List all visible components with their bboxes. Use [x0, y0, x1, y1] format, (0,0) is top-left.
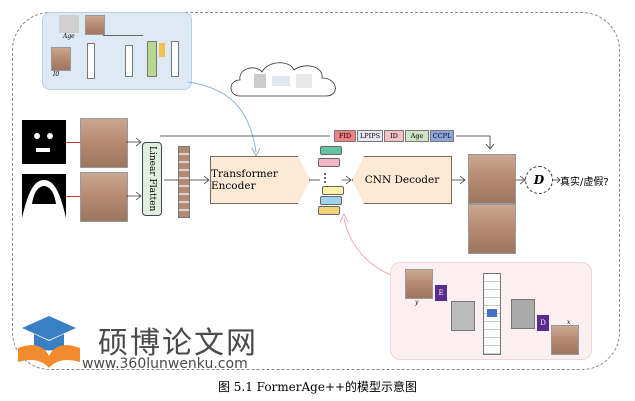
output-face-1	[468, 154, 516, 204]
pink-encoder-block: E	[435, 285, 447, 301]
mask-image-2	[22, 174, 66, 218]
token-5	[318, 206, 340, 215]
transformer-encoder-block: Transformer Encoder	[210, 156, 310, 204]
pink-output-label: x	[567, 319, 571, 326]
pink-decoder-map	[511, 299, 535, 329]
loss-lpips: LPIPS	[357, 130, 383, 142]
inset-bar-yellow	[159, 43, 165, 57]
linear-flatten-label: Linear Flatten	[147, 146, 157, 212]
token-3	[322, 186, 344, 195]
real-fake-label: 真实/虚假?	[560, 177, 609, 188]
cnn-decoder-block: CNN Decoder	[352, 156, 452, 204]
inset-pattern	[59, 15, 79, 33]
pink-input-face	[405, 269, 433, 299]
input-face-2	[80, 172, 128, 222]
pink-feature-map	[451, 301, 475, 331]
token-1	[320, 146, 342, 155]
discriminator-node: D	[525, 166, 553, 194]
token-ellipsis	[322, 173, 328, 183]
pink-output-face	[551, 325, 579, 355]
inset-bar-3	[171, 41, 179, 77]
discriminator-arrow	[552, 176, 561, 184]
linear-flatten-block: Linear Flatten	[142, 142, 162, 216]
cnn-decoder-label: CNN Decoder	[364, 174, 440, 186]
outer-frame	[12, 12, 620, 370]
watermark-title: 硕博论文网	[98, 326, 258, 361]
inset-line	[103, 35, 143, 36]
token-4	[320, 196, 342, 205]
pink-input-label: y	[415, 299, 419, 306]
loss-ccpl: CCPL	[430, 130, 454, 142]
mask-image-1	[22, 120, 66, 164]
watermark-url: www.360lunwenku.com	[82, 356, 248, 372]
output-face-2	[468, 204, 516, 254]
loss-id: ID	[384, 130, 404, 142]
patch-strip	[178, 146, 190, 218]
figure-caption: 图 5.1 FormerAge++的模型示意图	[217, 380, 418, 394]
inset-face-label: I0	[53, 71, 60, 78]
flatten-input-arrows	[126, 137, 142, 201]
loss-fid: FID	[334, 130, 356, 142]
inset-face-2	[51, 47, 71, 71]
loss-age: Age	[405, 130, 429, 142]
cloud-sketch	[230, 62, 336, 97]
input-face-1	[80, 118, 128, 168]
cycle-inset-panel: y E D x	[390, 262, 592, 360]
inset-bar-2	[125, 45, 133, 77]
inset-bar-1	[87, 43, 95, 79]
mask-connector-1	[66, 142, 80, 143]
inset-age-label: Age	[63, 33, 75, 40]
pink-token-highlight	[487, 309, 497, 317]
inset-bar-green	[147, 41, 157, 77]
token-2	[318, 158, 340, 167]
mask-connector-2	[66, 196, 80, 197]
inset-face-1	[85, 15, 105, 35]
pink-decoder-block: D	[537, 315, 549, 331]
watermark-logo	[18, 316, 80, 368]
transformer-encoder-label: Transformer Encoder	[211, 168, 278, 192]
age-inset-panel: Age I0	[42, 12, 192, 90]
